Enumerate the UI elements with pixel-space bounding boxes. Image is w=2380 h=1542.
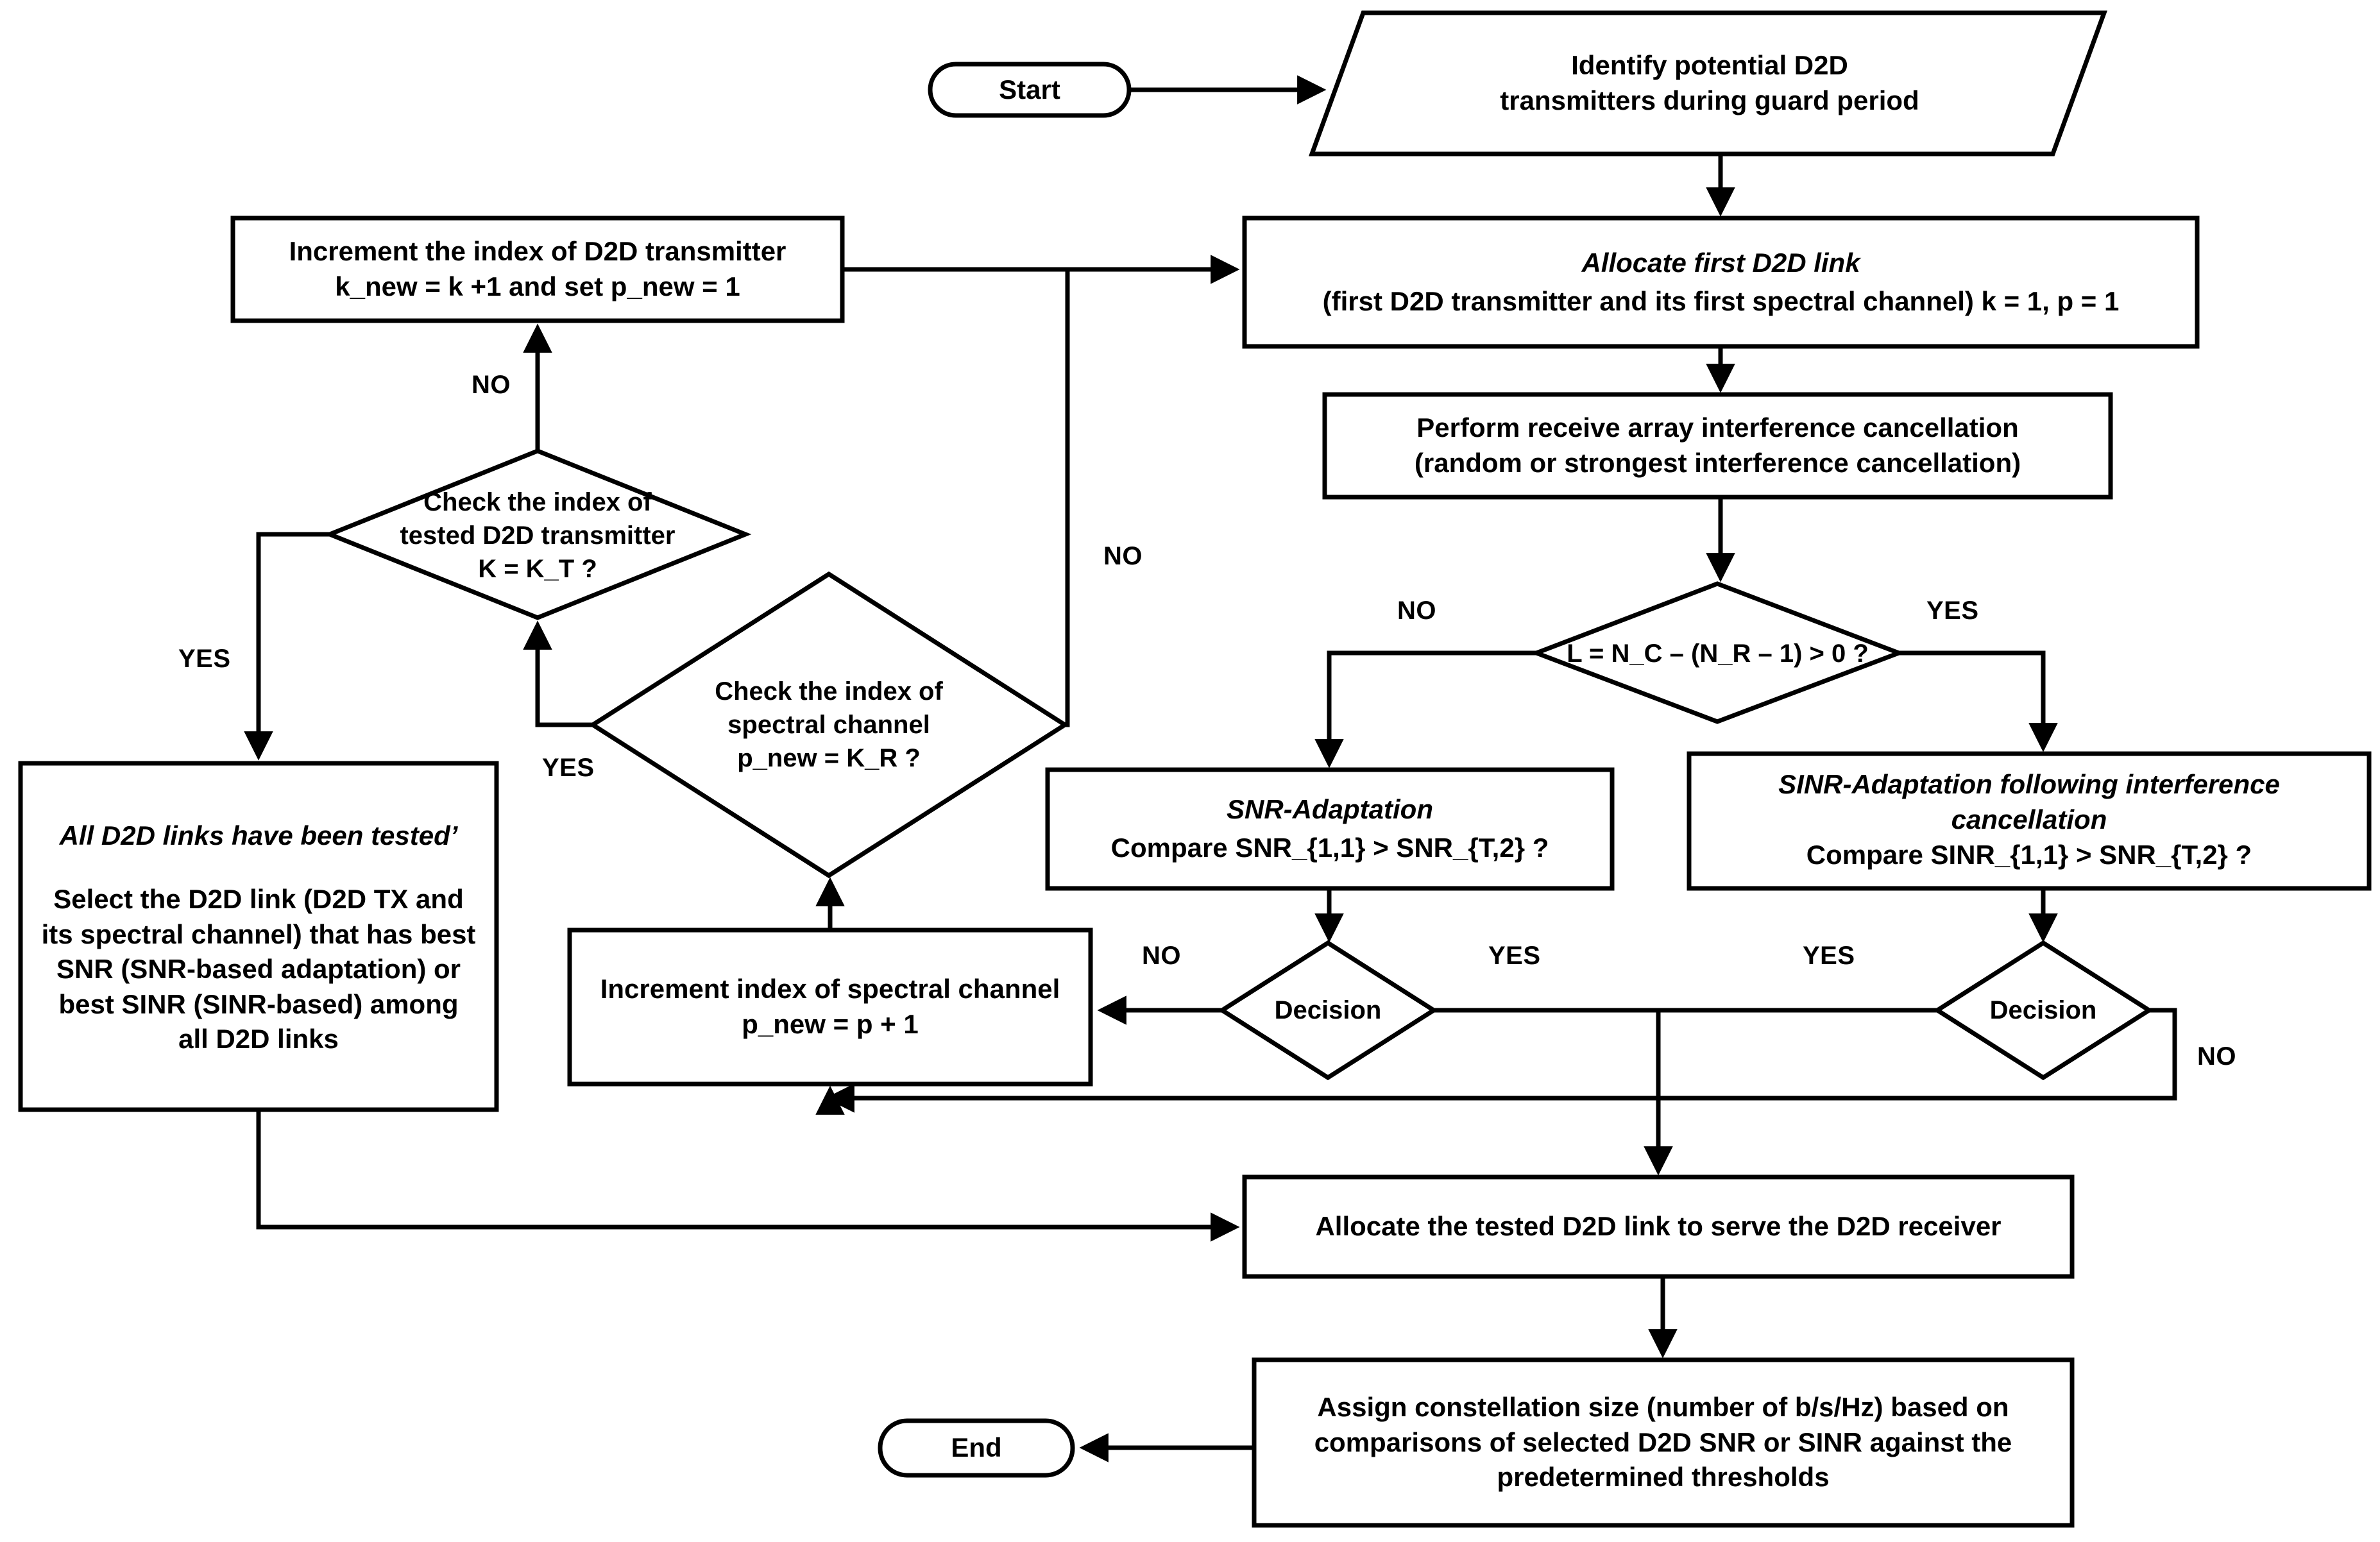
edge-label-check-channel-no: NO [1103, 542, 1143, 570]
edge-label-decisionL-no: NO [1397, 597, 1436, 625]
edge-label-check-tx-yes: YES [178, 645, 231, 673]
edge-label-decision-right-yes: YES [1803, 942, 1855, 970]
decision-L-shape [1530, 581, 1905, 724]
increment-tx-shape [230, 216, 845, 323]
end-shape [878, 1418, 1075, 1478]
identify-shape [1309, 10, 2107, 157]
edge-label-check-channel-yes: YES [542, 754, 595, 782]
decision-left-shape [1218, 940, 1438, 1081]
edge-decision-right-no-loop [825, 1008, 2177, 1113]
edge-check-channel-yes [523, 620, 593, 727]
check-channel-shape [588, 571, 1069, 879]
increment-channel-shape [567, 928, 1093, 1087]
edge-all-tested-to-allocate-tested [256, 1110, 1240, 1242]
edge-check-channel-no [1065, 269, 1070, 727]
edge-label-decision-left-yes: YES [1488, 942, 1541, 970]
sinr-adapt-shape [1687, 751, 2372, 891]
assign-shape [1252, 1357, 2075, 1528]
edge-label-decisionL-yes: YES [1926, 597, 1979, 625]
edge-decisionL-yes-to-sinr [1899, 650, 2058, 752]
edge-label-decision-left-no: NO [1142, 942, 1181, 970]
decision-right-shape [1933, 940, 2154, 1081]
edge-decisionL-no-to-snr [1314, 650, 1536, 768]
snr-adapt-shape [1045, 767, 1615, 891]
all-tested-shape [18, 761, 499, 1112]
allocate-first-shape [1242, 216, 2200, 349]
edge-check-tx-yes [244, 532, 330, 761]
edge-label-decision-right-no: NO [2197, 1042, 2236, 1071]
allocate-tested-shape [1242, 1174, 2075, 1279]
check-tx-shape [323, 448, 752, 620]
start-shape [928, 62, 1132, 118]
edge-label-check-tx-no: NO [472, 371, 511, 399]
perform-cancel-shape [1322, 392, 2113, 500]
